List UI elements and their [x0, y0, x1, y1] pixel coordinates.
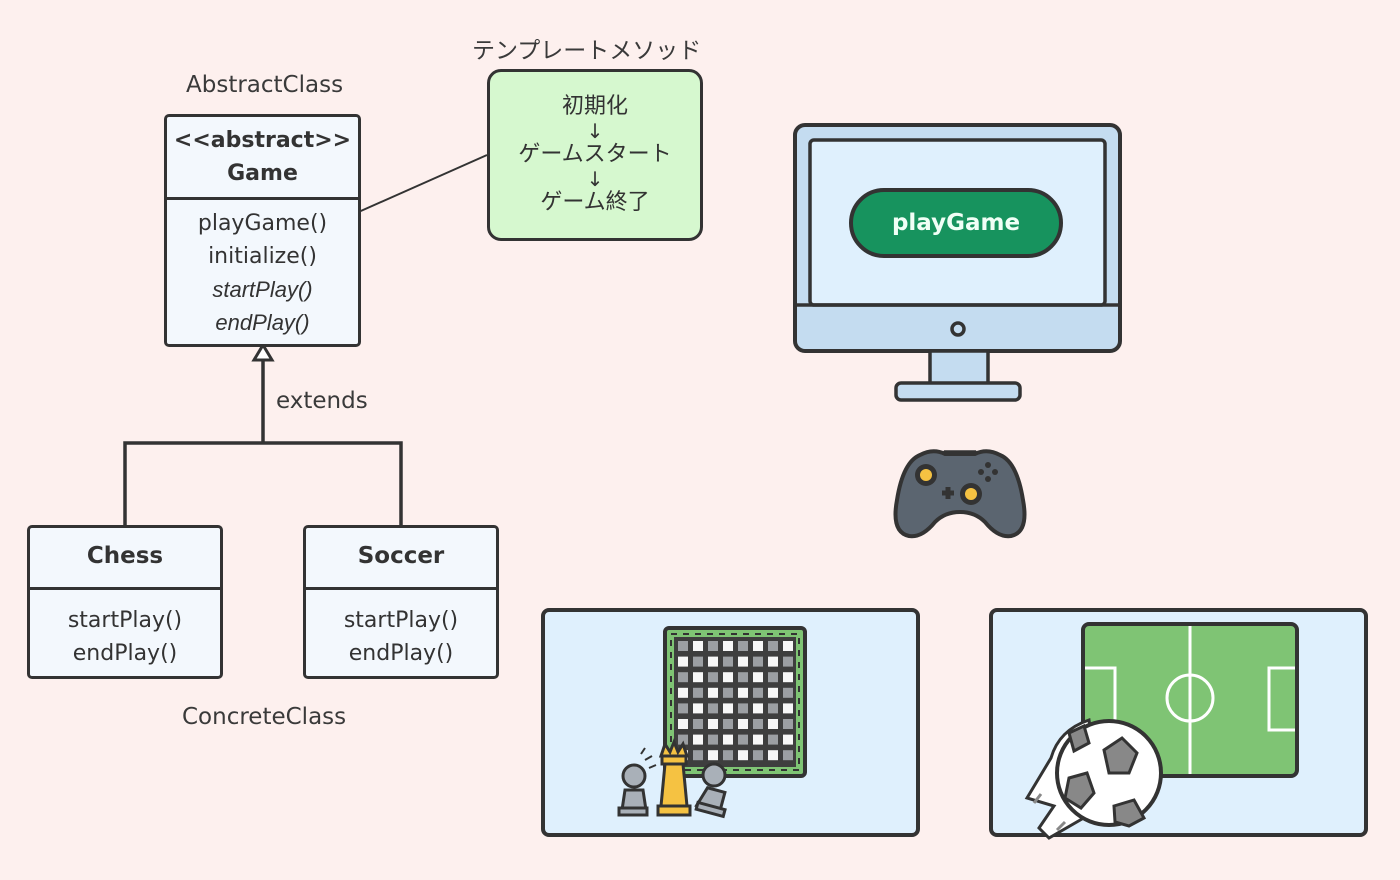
chess-square — [708, 719, 718, 729]
step-game-start: ゲームスタート — [518, 142, 672, 167]
chess-square — [738, 641, 748, 651]
chess-square — [678, 656, 688, 667]
chess-square — [768, 641, 778, 651]
chess-square — [753, 750, 763, 761]
chess-square — [738, 750, 748, 761]
down-arrow-icon: ↓ — [586, 119, 604, 143]
chess-square — [783, 687, 793, 698]
chess-square — [753, 703, 763, 714]
chess-square — [753, 656, 763, 667]
chess-square — [753, 672, 763, 683]
step-game-end: ゲーム終了 — [540, 190, 650, 215]
chess-square — [783, 672, 793, 683]
chess-square — [678, 687, 688, 698]
chess-square — [768, 719, 778, 729]
chess-square — [783, 703, 793, 714]
playgame-button[interactable]: playGame — [849, 188, 1063, 258]
class-stereotype: <<abstract>> — [173, 128, 352, 153]
chess-square — [678, 734, 688, 745]
chess-square — [753, 687, 763, 698]
down-arrow-icon: ↓ — [586, 167, 604, 191]
chess-square — [693, 719, 703, 729]
chess-square — [783, 734, 793, 745]
chess-square — [723, 641, 733, 651]
chess-square — [708, 641, 718, 651]
abstract-class-label: AbstractClass — [186, 72, 344, 98]
chess-square — [723, 656, 733, 667]
chess-square — [693, 672, 703, 683]
method-initialize: initialize() — [208, 244, 317, 269]
extends-label: extends — [276, 388, 368, 414]
game-controller-icon — [893, 449, 1027, 539]
chess-square — [753, 719, 763, 729]
chess-square — [693, 641, 703, 651]
chess-square — [693, 703, 703, 714]
chess-square — [783, 750, 793, 761]
chess-square — [768, 750, 778, 761]
concrete-class-chess: Chess startPlay() endPlay() — [27, 525, 223, 679]
chess-square — [678, 672, 688, 683]
chess-square — [693, 656, 703, 667]
chess-square — [693, 750, 703, 761]
chess-square — [708, 703, 718, 714]
chess-square — [738, 703, 748, 714]
class-name: Chess — [30, 528, 220, 590]
method-startplay: startPlay() — [212, 277, 313, 302]
chess-board-icon — [617, 626, 807, 819]
chess-square — [708, 672, 718, 683]
template-method-box: 初期化 ↓ ゲームスタート ↓ ゲーム終了 — [487, 69, 703, 241]
chess-square — [768, 656, 778, 667]
soccer-ball — [1024, 718, 1163, 840]
chess-square — [768, 687, 778, 698]
step-initialize: 初期化 — [561, 94, 628, 119]
chess-square — [708, 734, 718, 745]
chess-square — [678, 703, 688, 714]
chess-square — [768, 672, 778, 683]
chess-square — [753, 641, 763, 651]
chess-square — [738, 672, 748, 683]
chess-square — [693, 734, 703, 745]
desktop-monitor-icon — [793, 123, 1122, 402]
concrete-class-soccer: Soccer startPlay() endPlay() — [303, 525, 499, 679]
method-endplay: endPlay() — [348, 641, 454, 666]
class-name: Soccer — [306, 528, 496, 590]
method-startplay: startPlay() — [343, 608, 459, 633]
chess-square — [738, 734, 748, 745]
template-method-title: テンプレートメソッド — [472, 38, 702, 64]
chess-square — [693, 687, 703, 698]
playgame-button-label: playGame — [891, 210, 1021, 236]
chess-square — [768, 703, 778, 714]
chess-square — [723, 719, 733, 729]
chess-square — [738, 719, 748, 729]
chess-square — [738, 687, 748, 698]
chess-square — [738, 656, 748, 667]
soccer-field-icon — [1024, 622, 1299, 840]
inheritance-triangle — [251, 342, 275, 362]
chess-square — [783, 656, 793, 667]
chess-square — [753, 734, 763, 745]
chess-square — [723, 672, 733, 683]
inheritance-branches — [123, 441, 403, 527]
chess-square — [723, 750, 733, 761]
chess-square — [708, 656, 718, 667]
chess-square — [723, 734, 733, 745]
chess-square — [708, 750, 718, 761]
chess-square — [678, 641, 688, 651]
abstract-class-game: <<abstract>> Game playGame() initialize(… — [164, 114, 361, 347]
chess-square — [783, 641, 793, 651]
chess-square — [723, 687, 733, 698]
method-playgame: playGame() — [197, 211, 328, 236]
method-startplay: startPlay() — [67, 608, 183, 633]
method-endplay: endPlay() — [215, 310, 310, 335]
chess-pieces — [617, 737, 727, 819]
chess-square — [783, 719, 793, 729]
class-name: Game — [227, 161, 298, 186]
chess-square — [768, 734, 778, 745]
method-endplay: endPlay() — [72, 641, 178, 666]
template-link-line — [335, 154, 488, 223]
concrete-class-label: ConcreteClass — [182, 704, 347, 730]
chess-square — [678, 719, 688, 729]
chess-square — [708, 687, 718, 698]
chess-square — [723, 703, 733, 714]
